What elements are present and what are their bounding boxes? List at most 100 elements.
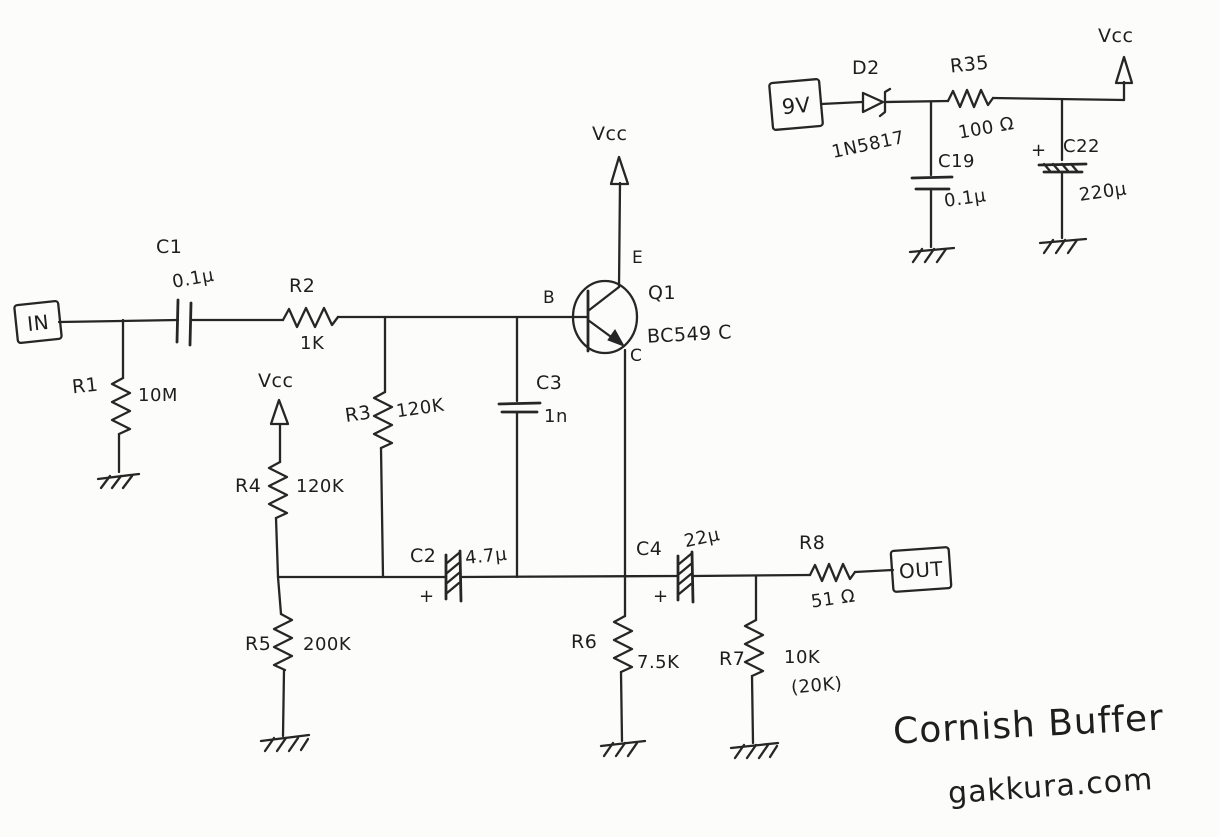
- r4-ref: R4: [235, 475, 261, 497]
- q1-part-number: BC549 C: [646, 321, 732, 347]
- c2-polarity: +: [419, 586, 435, 607]
- base-shunt: R3 120K C3 1n: [344, 317, 568, 577]
- q1-pin-c-label: C: [630, 346, 642, 366]
- cap-c4-symbol: [678, 552, 693, 602]
- r1-ref: R1: [71, 374, 99, 399]
- c22-polarity: +: [1031, 140, 1047, 161]
- vcc-supply-label: Vcc: [1098, 25, 1133, 47]
- wire-node-to-r5: [278, 577, 281, 614]
- ground-r7: [731, 743, 778, 758]
- wire-d2-to-r35: [885, 101, 948, 102]
- vcc-bias-arrow: [271, 400, 288, 424]
- r35-value: 100 Ω: [957, 113, 1016, 143]
- wire-emitter-to-vcc: [619, 183, 620, 287]
- c1-value: 0.1µ: [171, 265, 216, 293]
- resistor-r4-symbol: [269, 462, 287, 518]
- schematic-credit: gakkura.com: [947, 762, 1155, 811]
- c2-value: 4.7µ: [464, 544, 508, 569]
- r7-note: (20K): [790, 673, 843, 698]
- vcc-transistor-arrow: [611, 157, 628, 184]
- c22-value: 220µ: [1078, 178, 1128, 205]
- wire-r3-bottom: [381, 448, 383, 577]
- resistor-r7-symbol: [745, 620, 763, 676]
- c3-ref: C3: [536, 372, 562, 394]
- vcc-supply-arrow: [1116, 57, 1132, 83]
- output-bus: C2 4.7µ + C4 22µ + R6 7.5K: [278, 524, 951, 758]
- out-port-box: [891, 547, 952, 592]
- resistor-r6-symbol: [614, 616, 632, 672]
- c22-ref: C22: [1063, 136, 1100, 157]
- signature: Cornish Buffer gakkura.com: [892, 697, 1165, 811]
- input-stage: IN R1 10M C1 0.1µ R2 1K: [14, 236, 588, 488]
- q1-body-circle: [573, 281, 637, 353]
- resistor-r2-symbol: [283, 308, 338, 327]
- wire-in-to-c1: [59, 320, 178, 322]
- c19-value: 0.1µ: [943, 185, 988, 212]
- wire-r35-to-vcc: [993, 98, 1124, 100]
- wire-c4-to-r8: [693, 575, 810, 576]
- c3-value: 1n: [544, 406, 568, 427]
- cap-c2-symbol: [446, 551, 461, 601]
- r7-value: 10K: [784, 647, 821, 668]
- c4-ref: C4: [636, 538, 662, 560]
- resistor-r8-symbol: [810, 564, 855, 581]
- ground-r6: [601, 741, 645, 756]
- wire-r8-to-out: [855, 570, 893, 572]
- wire-r4-to-node: [276, 518, 278, 577]
- r2-ref: R2: [289, 275, 315, 297]
- r3-value: 120K: [395, 395, 446, 423]
- c19-plate-top: [912, 177, 952, 178]
- r7-ref: R7: [719, 648, 745, 670]
- c4-polarity: +: [653, 586, 669, 607]
- r8-ref: R8: [799, 532, 825, 554]
- ground-r5: [261, 735, 309, 751]
- wire-battery-to-d2: [821, 102, 862, 104]
- wire-r7-to-ground: [752, 676, 753, 743]
- wire-r5-to-ground: [283, 670, 284, 736]
- r8-value: 51 Ω: [810, 586, 857, 613]
- wire-r6-to-ground: [621, 672, 622, 741]
- resistor-r3-symbol: [374, 392, 392, 448]
- bias-divider: Vcc R4 120K R5 200K: [235, 370, 352, 751]
- out-port-label: OUT: [898, 556, 944, 583]
- in-port-label: IN: [26, 310, 50, 336]
- transistor-q1: B E C Q1 BC549 C Vcc: [543, 123, 733, 577]
- r6-value: 7.5K: [637, 652, 680, 673]
- c1-plate-right: [190, 303, 191, 345]
- battery-9v-box: [769, 79, 823, 130]
- q1-collector-arrowhead: [608, 330, 624, 346]
- vcc-transistor-label: Vcc: [592, 123, 627, 145]
- wire-c2-to-c4: [461, 576, 677, 577]
- q1-ref: Q1: [648, 282, 676, 304]
- c1-plate-left: [177, 300, 178, 342]
- c2-ref: C2: [410, 545, 436, 567]
- q1-emitter-lead: [588, 287, 619, 311]
- q1-pin-b-label: B: [543, 288, 555, 308]
- resistor-r35-symbol: [948, 90, 993, 107]
- resistor-r1-symbol: [112, 378, 130, 434]
- r2-value: 1K: [300, 333, 325, 354]
- r6-ref: R6: [571, 631, 597, 653]
- c19-ref: C19: [938, 151, 975, 172]
- ground-c19: [910, 248, 954, 262]
- cap-c22-symbol: [1039, 164, 1086, 172]
- ground-r1: [98, 474, 139, 488]
- in-port-box: [14, 301, 62, 343]
- power-supply: 9V D2 1N5817 C19 0.1µ R35 100 Ω: [769, 25, 1133, 262]
- c4-value: 22µ: [682, 524, 721, 552]
- r4-value: 120K: [296, 476, 345, 497]
- vcc-bias-label: Vcc: [258, 370, 293, 392]
- c1-ref: C1: [156, 236, 182, 258]
- r5-ref: R5: [245, 633, 271, 655]
- schematic-title: Cornish Buffer: [892, 697, 1165, 752]
- d2-ref: D2: [852, 57, 880, 79]
- r5-value: 200K: [303, 634, 352, 655]
- q1-pin-e-label: E: [632, 248, 643, 268]
- r35-ref: R35: [949, 52, 990, 78]
- r1-value: 10M: [138, 385, 178, 406]
- d2-value: 1N5817: [830, 127, 906, 163]
- resistor-r5-symbol: [274, 614, 292, 670]
- r3-ref: R3: [344, 402, 373, 427]
